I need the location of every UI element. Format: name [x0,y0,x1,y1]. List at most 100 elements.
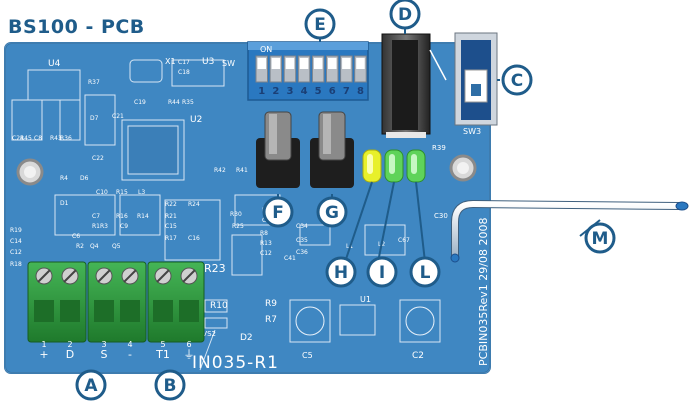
dip-knob-1 [257,58,266,69]
dip-knob-5 [313,58,323,69]
dip-on-label: ON [260,45,272,54]
small-ref-label: C24 [12,135,24,142]
relay-component [381,33,447,138]
callout-e-label: E [314,15,326,35]
label-sw3: SW3 [463,127,481,136]
small-ref-label: R1 [92,223,100,230]
callout-l-label: L [420,263,431,283]
terminal-number-6: 6 [186,340,191,349]
antenna-wire [450,199,689,263]
callout-c: C [501,64,533,96]
dip-knob-4 [299,58,309,69]
label-u4: U4 [48,59,61,69]
small-ref-label: C18 [178,69,190,76]
callout-f-label: F [272,203,284,223]
dip-number-7: 7 [343,86,350,97]
dip-number-6: 6 [329,86,336,97]
terminal-labels: + D S - T1 ⏚ [39,348,194,361]
led-green-1 [384,149,404,183]
small-ref-label: C9 [120,223,128,230]
callout-b-label: B [164,376,177,396]
terminal-number-4: 4 [127,340,132,349]
small-ref-label: C22 [92,155,104,162]
terminal-block-right [147,261,205,343]
small-ref-label: D1 [60,200,69,207]
small-ref-label: C6 [72,233,80,240]
small-ref-label: R18 [10,261,22,268]
callout-i: I [366,256,398,288]
callout-i-label: I [379,263,385,283]
mounting-hole-right [449,154,477,182]
callout-m-label: M [592,229,609,249]
label-tvs2: TVS2 [197,330,216,338]
small-ref-label: R2 [76,243,84,250]
small-ref-label: C14 [10,238,22,245]
small-ref-label: C15 [165,223,177,230]
callout-e: E [304,8,336,40]
chip-u2 [127,125,179,175]
small-ref-label: D6 [80,175,89,182]
label-r7: R7 [265,315,277,325]
small-ref-label: D7 [90,115,99,122]
small-ref-label: R14 [137,213,149,220]
small-ref-label: Q5 [112,243,121,250]
small-ref-label: R4 [60,175,68,182]
small-ref-label: R13 [260,240,272,247]
terminal-number-3: 3 [101,340,106,349]
label-r10: R10 [210,301,228,311]
callout-a-label: A [84,376,98,396]
small-ref-label: C8 [34,135,42,142]
small-ref-label: C36 [296,249,308,256]
dip-knob-7 [342,58,351,69]
small-ref-label: R25 [232,223,244,230]
small-ref-label: R36 [60,135,72,142]
small-ref-label: R35 [182,99,194,106]
small-ref-label: R37 [88,79,100,86]
small-ref-label: R8 [260,230,268,237]
label-u1: U1 [360,295,371,304]
label-u2: U2 [190,115,202,125]
label-x1: X1 [165,57,176,66]
small-ref-label: R30 [230,211,242,218]
terminal-number-1: 1 [41,340,46,349]
small-ref-label: C19 [134,99,146,106]
small-ref-label: C12 [260,250,272,257]
small-ref-label: C41 [284,255,296,262]
terminal-block-mid [87,261,147,343]
small-ref-label: R41 [236,167,248,174]
small-ref-label: R3 [100,223,108,230]
callout-d-label: D [398,5,412,25]
callout-a: A [75,369,107,401]
label-r39: R39 [432,144,446,152]
push-button-f [256,111,300,188]
slide-switch [454,32,498,126]
callout-f: F [262,196,294,228]
push-button-g [310,111,354,188]
small-ref-label: R43 [50,135,62,142]
page-title: BS100 - PCB [8,16,145,38]
callout-h: H [325,256,357,288]
label-c2: C2 [412,351,424,361]
led-yellow [362,149,382,183]
small-ref-label: R45 [20,135,32,142]
small-ref-label: C35 [296,237,308,244]
dip-number-1: 1 [258,86,265,97]
board-id: IN035-R1 [192,353,279,373]
callout-g: G [316,196,348,228]
dip-knob-8 [356,58,365,69]
dip-number-8: 8 [357,86,364,97]
terminal-numbers: 1 2 3 4 5 6 [41,340,191,349]
callout-h-label: H [334,263,348,283]
dip-knob-3 [285,58,295,69]
dip-number-2: 2 [272,86,279,97]
small-ref-label: R42 [214,167,226,174]
small-ref-label: C21 [112,113,124,120]
terminal-label-6: ⏚ [184,348,195,361]
dip-number-3: 3 [286,86,293,97]
small-ref-label: R44 [168,99,180,106]
label-r9: R9 [265,299,277,309]
